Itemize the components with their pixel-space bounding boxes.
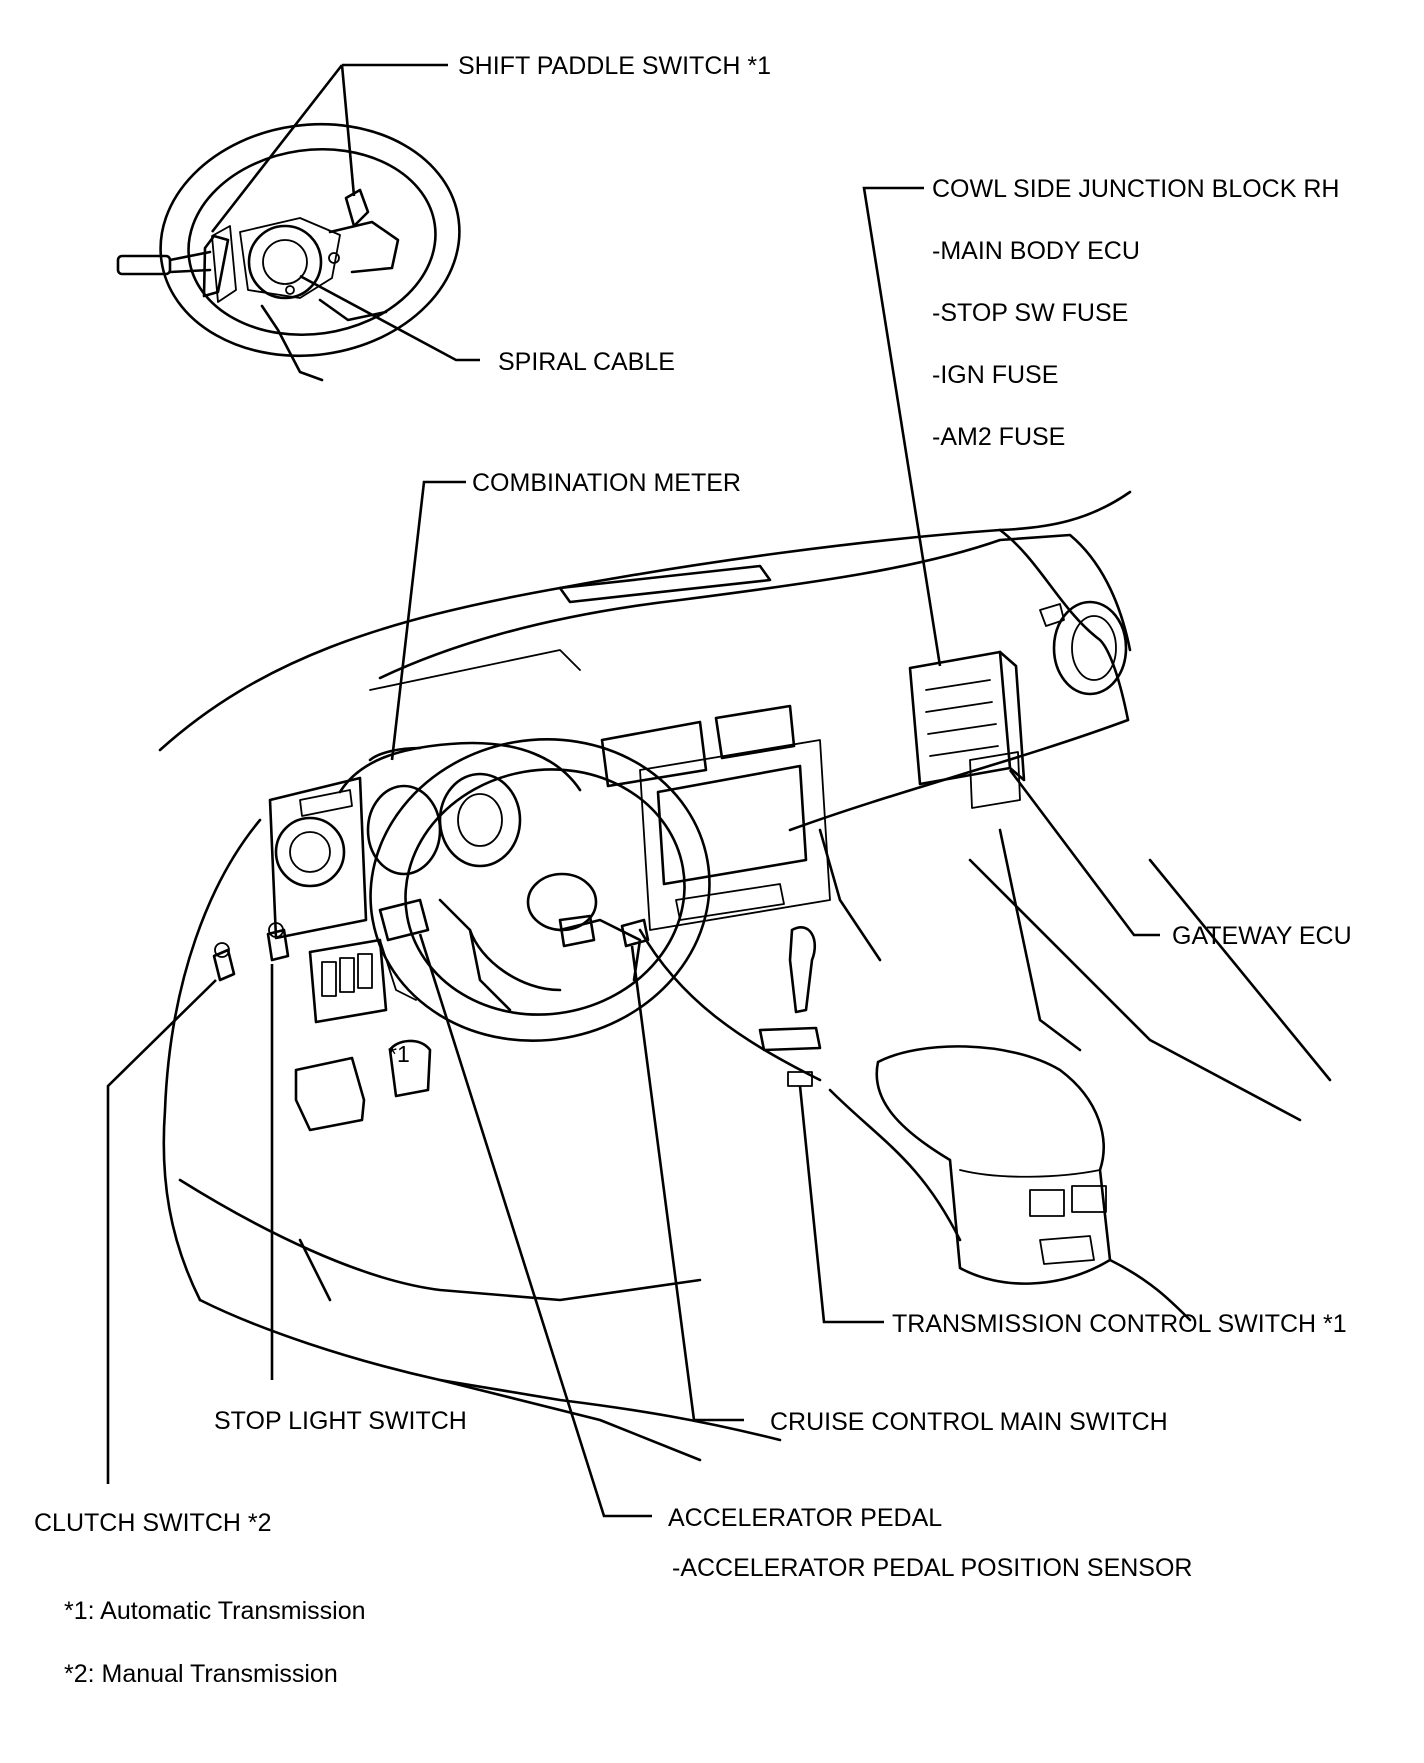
label-ign-fuse: -IGN FUSE — [932, 361, 1058, 389]
component-labels: SHIFT PADDLE SWITCH *1 SPIRAL CABLE COWL… — [34, 52, 1352, 1582]
label-combination-meter: COMBINATION METER — [472, 469, 741, 497]
label-am2-fuse: -AM2 FUSE — [932, 423, 1065, 451]
label-spiral-cable: SPIRAL CABLE — [498, 348, 675, 376]
label-stop-sw-fuse: -STOP SW FUSE — [932, 299, 1128, 327]
label-cowl-side-junction-block-rh: COWL SIDE JUNCTION BLOCK RH — [932, 175, 1339, 203]
footnote-automatic-transmission: *1: Automatic Transmission — [64, 1597, 366, 1625]
dashboard-illustration — [158, 490, 1332, 1462]
footnote-manual-transmission: *2: Manual Transmission — [64, 1660, 338, 1688]
label-main-body-ecu: -MAIN BODY ECU — [932, 237, 1140, 265]
label-shift-paddle-switch: SHIFT PADDLE SWITCH *1 — [458, 52, 771, 80]
label-clutch-switch: CLUTCH SWITCH *2 — [34, 1509, 272, 1537]
label-cruise-control-main-switch: CRUISE CONTROL MAIN SWITCH — [770, 1408, 1168, 1436]
label-stop-light-switch: STOP LIGHT SWITCH — [214, 1407, 467, 1435]
label-pedal-marker: *1 — [388, 1041, 410, 1067]
steering-wheel-inset — [116, 122, 461, 382]
label-accelerator-pedal: ACCELERATOR PEDAL — [668, 1504, 942, 1532]
label-gateway-ecu: GATEWAY ECU — [1172, 922, 1352, 950]
label-transmission-control-switch: TRANSMISSION CONTROL SWITCH *1 — [892, 1310, 1347, 1338]
label-accelerator-pedal-position-sensor: -ACCELERATOR PEDAL POSITION SENSOR — [672, 1554, 1192, 1582]
footnotes: *1: Automatic Transmission *2: Manual Tr… — [64, 1597, 366, 1688]
leader-lines — [106, 63, 1160, 1518]
